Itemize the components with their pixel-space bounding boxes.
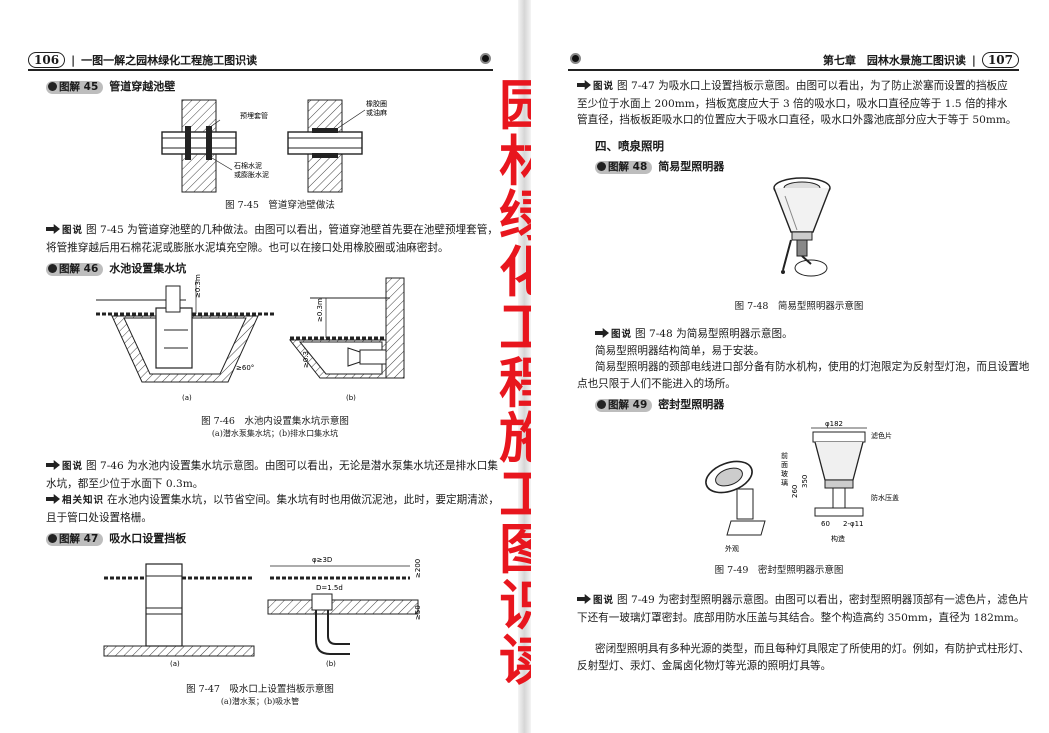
fig49-caption: 图 7-49 密封型照明器示意图	[714, 565, 844, 576]
svg-text:面: 面	[781, 461, 788, 469]
fig46b-depth2-label: ≥0.3	[302, 351, 310, 368]
fig47b-baffle-width-label: φ≥3D	[312, 556, 332, 564]
bullet-icon	[597, 400, 606, 409]
fig49-exterior-drawing: 外观	[705, 460, 766, 553]
fig46a-depth-label: ≥0.3m	[194, 274, 202, 298]
right-header: 第七章 园林水景施工图识读 | 107	[568, 51, 1019, 71]
asbestos-label: 石棉水泥	[234, 161, 262, 170]
section-heading: 四、喷泉照明	[595, 139, 664, 153]
page-number: 106	[28, 52, 66, 68]
fig45-drawing: 预埋套管 橡胶圈 或油麻 石棉水泥 或膨胀水泥	[161, 99, 387, 193]
fig49-structure-label: 构造	[831, 534, 845, 543]
left-header: 106 | 一图一解之园林绿化工程施工图识读	[28, 51, 493, 71]
running-title: 一图一解之园林绿化工程施工图识读	[81, 54, 258, 67]
arrow-icon	[46, 460, 60, 470]
fig49-bolt-label: 2-φ11	[843, 520, 864, 528]
page-gutter	[518, 0, 531, 733]
fig45-caption: 图 7-45 管道穿池壁做法	[225, 200, 335, 211]
fig49-structure-drawing: φ182 滤色片 防水压盖 前 面 玻 璃 260 350 60 2-φ11 构…	[781, 420, 899, 543]
fig49-width-label: 60	[821, 520, 830, 528]
arrow-icon	[595, 328, 609, 338]
fig48-structure-text: 简易型照明器结构简单，易于安装。	[595, 345, 765, 357]
fig49-exterior-label: 外观	[725, 544, 739, 553]
fig47-description: 图说图 7-47 为吸水口上设置挡板示意图。由图可以看出，为了防止淤塞而设置的挡…	[577, 80, 1017, 126]
fig47b-sublabel: (b)	[326, 660, 336, 668]
fig47b-height-label: ≥200	[414, 559, 422, 578]
fig47-caption: 图 7-47 吸水口上设置挡板示意图	[186, 684, 334, 695]
fig46b-drawing: ≥0.3m ≥0.3 (b)	[288, 277, 405, 402]
fig49-front-glass-label: 前	[781, 451, 788, 460]
bullet-icon	[597, 162, 606, 171]
fig46b-depth-label: ≥0.3m	[316, 298, 324, 322]
header-bullet-icon	[480, 53, 491, 64]
fig46a-drawing: ≥0.3m ≥60° (a)	[96, 274, 276, 402]
bullet-icon	[48, 264, 57, 273]
arrow-icon	[46, 494, 60, 504]
fig49-light-source-text: 密闭型照明具有多种光源的类型，而且每种灯具限定了所使用的灯。例如，有防护式柱形灯…	[577, 643, 1030, 672]
fig48-wiring-text: 简易型照明器的颈部电线进口部分备有防水机构，使用的灯泡限定为反射型灯泡，而且设置…	[577, 361, 1030, 390]
fig47-subcaption: (a)潜水泵；(b)吸水管	[220, 697, 300, 706]
svg-text:璃: 璃	[781, 478, 788, 487]
fig49-filter-label: 滤色片	[871, 431, 892, 440]
fig49-description: 图说图 7-49 为密封型照明器示意图。由图可以看出，密封型照明器顶部有一滤色片…	[577, 594, 1029, 624]
fig46-caption: 图 7-46 水池内设置集水坑示意图	[201, 416, 349, 427]
pre-sleeve-label: 预埋套管	[240, 111, 268, 120]
bullet-icon	[48, 534, 57, 543]
expansive-cement-label: 或膨胀水泥	[234, 170, 269, 179]
arrow-icon	[577, 594, 591, 604]
header-bullet-icon	[570, 53, 581, 64]
fig47b-inlet-label: D=1.5d	[316, 584, 343, 592]
arrow-icon	[577, 80, 591, 90]
fig46b-sublabel: (b)	[346, 394, 356, 402]
fig46a-sublabel: (a)	[182, 394, 192, 402]
fig47b-drawing: φ≥3D D=1.5d ≥200 ≥50 (b)	[267, 556, 422, 668]
fig48-caption: 图 7-48 简易型照明器示意图	[734, 301, 864, 312]
running-title: 第七章 园林水景施工图识读	[822, 54, 966, 67]
bullet-icon	[48, 82, 57, 91]
fig45-description: 图说图 7-45 为管道穿池壁的几种做法。由图可以看出，管道穿池壁首先要在池壁预…	[46, 224, 498, 254]
fig46-subcaption: (a)潜水泵集水坑；(b)排水口集水坑	[211, 429, 339, 438]
svg-text:玻: 玻	[781, 469, 788, 478]
fig48-drawing	[773, 177, 831, 277]
fig47a-sublabel: (a)	[170, 660, 180, 668]
fig46a-angle-label: ≥60°	[236, 364, 254, 372]
arrow-icon	[46, 224, 60, 234]
fig46-description: 图说图 7-46 为水池内设置集水坑示意图。由图可以看出，无论是潜水泵集水坑还是…	[46, 460, 498, 490]
fig47b-exposed-label: ≥50	[414, 605, 422, 620]
fig49-diameter-label: φ182	[825, 420, 843, 428]
fig47a-drawing: (a)	[103, 563, 255, 668]
related-knowledge: 相关知识在水池内设置集水坑，以节省空间。集水坑有时也用做沉泥池，此时，要定期清淤…	[46, 494, 499, 524]
right-page: 第七章 园林水景施工图识读 | 107 图说图 7-47 为吸水口上设置挡板示意…	[531, 0, 1049, 733]
rubber-ring-label: 橡胶圈	[366, 99, 387, 108]
page-number: 107	[981, 52, 1019, 68]
fig49-height350-label: 350	[801, 475, 809, 488]
fig49-height260-label: 260	[791, 485, 799, 498]
or-hemp-label: 或油麻	[366, 108, 387, 117]
fig49-cover-label: 防水压盖	[871, 493, 899, 502]
fig48-description: 图说图 7-48 为简易型照明器示意图。	[595, 326, 1035, 344]
